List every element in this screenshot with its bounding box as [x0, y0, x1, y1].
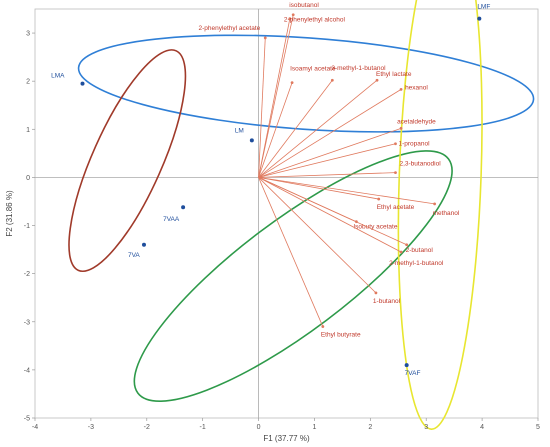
- x-tick-label: 2: [368, 424, 372, 431]
- vector-label-2-butanol: 2-butanol: [406, 247, 434, 254]
- vector-tip-acetaldehyde: [399, 126, 403, 130]
- sample-label-7vaf: 7VAF: [405, 370, 421, 377]
- vector-label-2-methyl-1-butanol: 2-methyl-1-butanol: [389, 260, 444, 267]
- sample-point-lm: [249, 138, 254, 143]
- vector-isobutanol: [258, 14, 294, 178]
- vector-label-1-propanol: 1-propanol: [398, 141, 430, 148]
- vector-label-2-phenylethyl-alcohol: 2-phenylethyl alcohol: [284, 17, 346, 24]
- vector-2-3-butanodiol: [258, 172, 396, 178]
- vector-label-ethyl-butyrate: Ethyl butyrate: [321, 332, 361, 339]
- cluster-ellipse-2: [68, 49, 187, 273]
- vector-tip-2-methyl-1-butanol: [399, 250, 403, 254]
- vector-label-hexanol: hexanol: [405, 84, 428, 91]
- y-axis-title: F2 (31.86 %): [5, 190, 14, 237]
- vector-1-propanol: [258, 143, 396, 178]
- vector-2-butanol: [258, 177, 407, 246]
- vector-acetaldehyde: [258, 127, 402, 178]
- y-tick-label: -4: [24, 367, 30, 374]
- x-tick-label: -4: [32, 424, 38, 431]
- vector-tip-2-phenylethyl-alcohol: [288, 17, 292, 21]
- vector-tip-hexanol: [399, 87, 403, 91]
- vector-tip-1-propanol: [394, 142, 397, 146]
- y-tick-label: 3: [26, 31, 30, 38]
- sample-point-7va: [141, 242, 146, 247]
- y-tick-label: -5: [24, 416, 30, 423]
- vector-tip-2-3-butanodiol: [394, 171, 397, 175]
- sample-points: LMA LM LMF 7VAA 7VA 7VAF: [51, 4, 490, 377]
- vector-1-butanol: [258, 177, 377, 294]
- vector-label-isobuty-acetate: Isobuty acetate: [353, 224, 397, 231]
- y-tick-label: 0: [26, 175, 30, 182]
- vector-label-2-3-butanodiol: 2,3-butanodiol: [399, 161, 441, 168]
- vector-tip-2-butanol: [405, 243, 409, 247]
- vector-hexanol: [258, 89, 402, 178]
- vector-label-2-phenylethyl-acetate: 2-phenylethyl acetate: [198, 25, 260, 32]
- x-tick-label: -2: [144, 424, 150, 431]
- x-tick-label: -3: [88, 424, 94, 431]
- vector-tip-isobutanol: [291, 13, 295, 17]
- vector-label-ethyl-acetate: Ethyl acetate: [377, 204, 415, 211]
- vector-label-isoamyl-acetate: Isoamyl acetate: [290, 66, 336, 73]
- cluster-ellipse-4: [397, 0, 483, 430]
- sample-label-lm: LM: [235, 127, 244, 134]
- vector-3-methyl-1-butanol: [258, 79, 333, 178]
- sample-point-lmf: [477, 16, 482, 21]
- vector-ethyl-butyrate: [258, 177, 324, 327]
- vector-label-1-butanol: 1-butanol: [373, 298, 401, 305]
- cluster-ellipses: [68, 0, 535, 430]
- vector-ethyl-acetate: [258, 177, 379, 200]
- vector-tip-ethyl-acetate: [377, 197, 381, 201]
- vector-label-3-methyl-1-butanol: 3-methyl-1-butanol: [331, 65, 386, 72]
- sample-point-7vaf: [404, 363, 409, 368]
- y-tick-label: -3: [24, 319, 30, 326]
- plot-frame: [34, 8, 539, 419]
- y-tick-label: -1: [24, 223, 30, 230]
- vector-label-ethyl-lactate: Ethyl lactate: [376, 71, 412, 78]
- y-tick-label: 2: [26, 79, 30, 86]
- variable-vectors: isobutanol 2-phenylethyl alcohol 2-phenyle…: [198, 2, 459, 339]
- x-tick-label: 0: [257, 424, 261, 431]
- x-tick-label: -1: [200, 424, 206, 431]
- sample-label-7vaa: 7VAA: [163, 216, 180, 223]
- vector-tip-3-methyl-1-butanol: [330, 78, 334, 82]
- plot-border: [34, 8, 539, 419]
- sample-label-lmf: LMF: [477, 4, 490, 11]
- sample-point-7vaa: [181, 205, 186, 210]
- vector-tip-isoamyl-acetate: [290, 81, 294, 85]
- x-tick-label: 4: [480, 424, 484, 431]
- vector-ethyl-lactate: [258, 79, 378, 178]
- vector-2-phenylethyl-alcohol: [258, 18, 291, 178]
- vector-2-methyl-1-butanol: [258, 177, 402, 253]
- vector-isoamyl-acetate: [258, 82, 293, 178]
- vector-tip-1-butanol: [374, 291, 378, 295]
- x-tick-label: 3: [424, 424, 428, 431]
- sample-label-7va: 7VA: [128, 252, 140, 259]
- x-tick-label: 1: [312, 424, 316, 431]
- x-axis-title: F1 (37.77 %): [263, 434, 310, 443]
- vector-tip-ethyl-lactate: [375, 78, 379, 82]
- y-tick-label: 1: [26, 127, 30, 134]
- cluster-ellipse-1: [77, 34, 535, 133]
- vector-label-isobutanol: isobutanol: [289, 2, 319, 9]
- vector-methanol: [258, 177, 435, 205]
- x-tick-label: 5: [536, 424, 540, 431]
- vector-2-phenylethyl-acetate: [258, 37, 266, 178]
- vector-label-methanol: methanol: [433, 210, 460, 217]
- cluster-ellipse-3: [133, 150, 453, 402]
- vector-tip-methanol: [433, 202, 437, 206]
- vector-tip-2-phenylethyl-acetate: [263, 36, 267, 40]
- vector-label-acetaldehyde: acetaldehyde: [397, 118, 436, 125]
- y-tick-label: -2: [24, 271, 30, 278]
- sample-point-lma: [80, 81, 85, 86]
- sample-label-lma: LMA: [51, 73, 65, 80]
- vector-tip-ethyl-butyrate: [321, 325, 325, 328]
